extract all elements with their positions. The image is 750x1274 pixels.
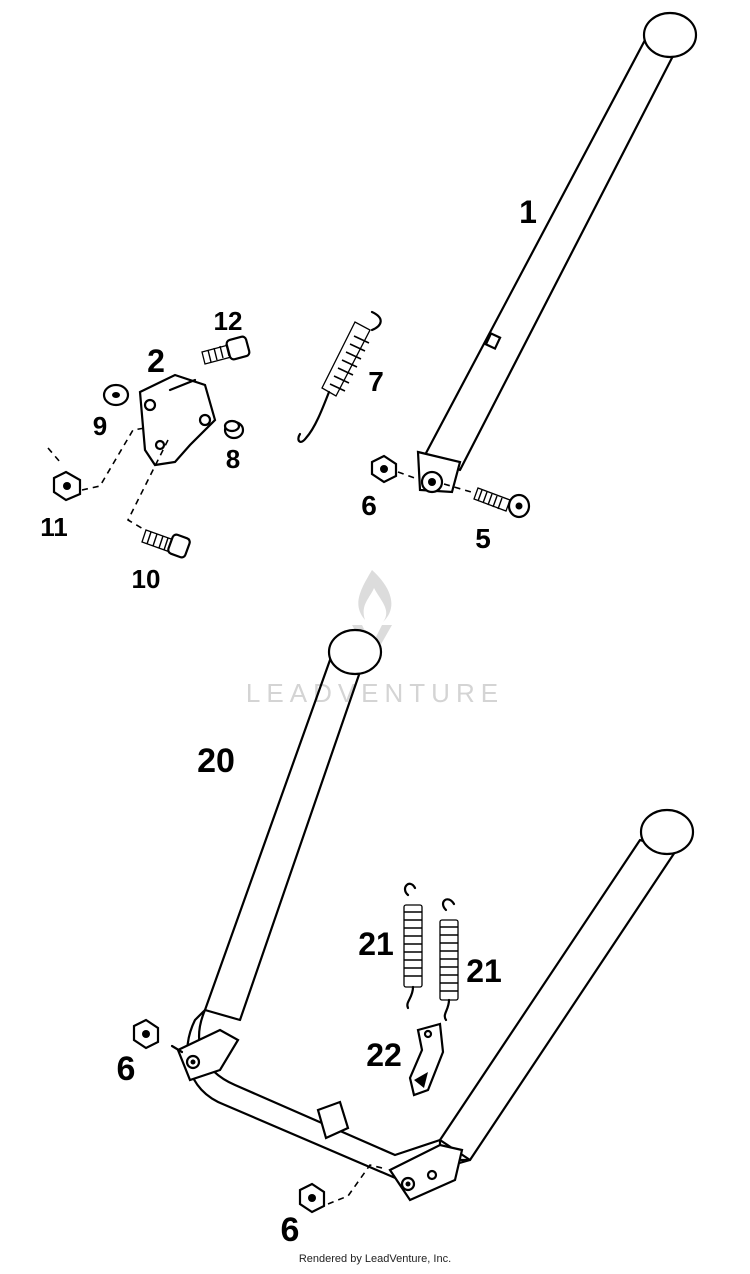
- callout-5: 5: [475, 523, 491, 554]
- bolt-10: [126, 439, 191, 559]
- watermark-text: LEADVENTURE: [246, 678, 504, 708]
- callout-9: 9: [93, 411, 107, 441]
- callout-8: 8: [226, 444, 240, 474]
- spring-21-right: [439, 898, 459, 1022]
- callout-6-left: 6: [117, 1050, 136, 1088]
- cap-8: [223, 419, 245, 440]
- nut-6-bottom: [298, 1164, 383, 1214]
- callout-6-bottom: 6: [281, 1211, 300, 1249]
- bolt-5: [443, 483, 531, 519]
- nut-11: [47, 427, 146, 502]
- callout-21-right: 21: [466, 953, 502, 989]
- callout-6-upper: 6: [361, 490, 377, 521]
- spring-7: [297, 310, 382, 443]
- callout-10: 10: [132, 564, 161, 594]
- washer-9: [102, 383, 130, 407]
- callout-20: 20: [197, 742, 235, 780]
- callout-1: 1: [519, 194, 537, 230]
- nut-6-left: [132, 1018, 160, 1050]
- side-stand-leg: [416, 11, 698, 494]
- bracket-22: [408, 1022, 445, 1097]
- callout-22: 22: [366, 1037, 402, 1073]
- callout-2: 2: [147, 343, 165, 379]
- nut-6-upper: [370, 454, 421, 484]
- render-credit: Rendered by LeadVenture, Inc.: [299, 1253, 451, 1265]
- bolt-12: [201, 335, 251, 365]
- callout-11: 11: [40, 512, 68, 542]
- callout-21-left: 21: [358, 926, 394, 962]
- spring-21-left: [403, 882, 423, 1010]
- bracket-2: [138, 373, 217, 467]
- center-stand: [170, 628, 695, 1202]
- callout-12: 12: [214, 306, 243, 336]
- callout-7: 7: [368, 366, 384, 397]
